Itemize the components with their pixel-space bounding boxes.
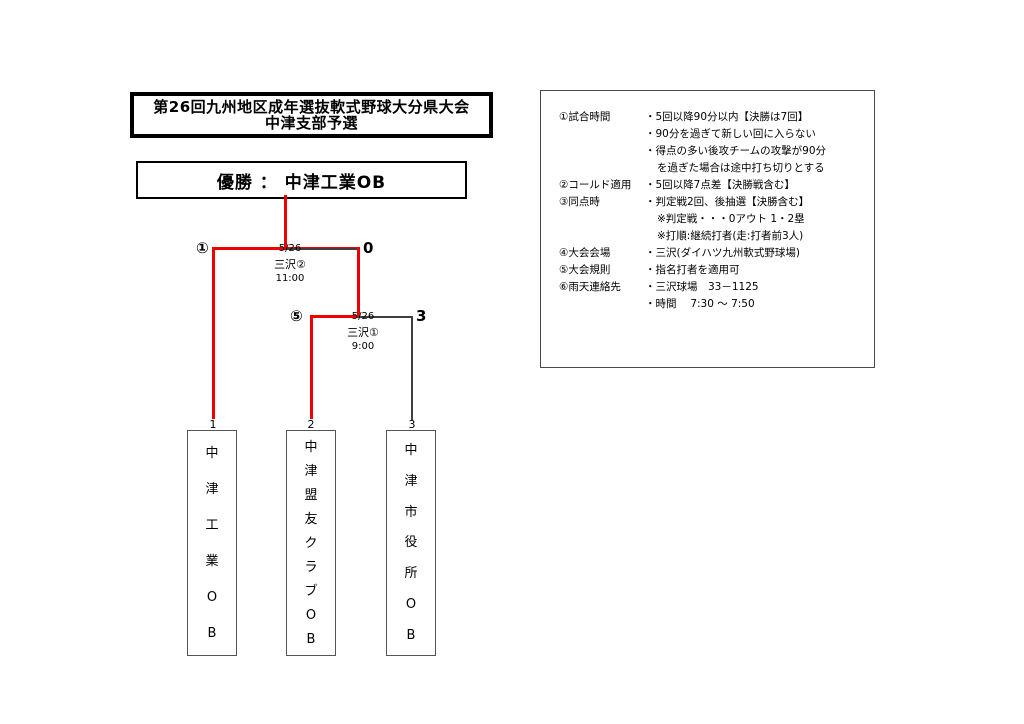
team-name-char: 所: [404, 566, 418, 582]
team-name-char: 友: [304, 511, 318, 527]
tournament-title-box: 第26回九州地区成年選抜軟式野球大分県大会 中津支部予選: [130, 92, 493, 138]
rule-values: ・指名打者を適用可: [645, 262, 740, 279]
rule-label: ③同点時: [559, 196, 600, 208]
rule-value: ・三沢(ダイハツ九州軟式野球場): [645, 247, 800, 259]
rule-value: ・判定戦2回、後抽選【決勝含む】: [645, 196, 810, 208]
champion-label: 優勝 ： 中津工業OB: [216, 172, 387, 193]
team-name-char: 工: [205, 517, 219, 533]
team-name-char: 津: [304, 463, 318, 479]
rule-label: ⑥雨天連絡先: [559, 281, 621, 293]
final-crossbar-winner: [212, 247, 358, 250]
rule-value: ※打順:継続打者(走:打者前3人): [657, 230, 804, 242]
tournament-title-line1: 第26回九州地区成年選抜軟式野球大分県大会: [153, 97, 470, 116]
semifinal-crossbar-winner: [310, 315, 360, 318]
team-name-char: 業: [205, 553, 219, 569]
team-name-char: B: [406, 627, 416, 643]
rule-row: ⑤大会規則 ・指名打者を適用可: [541, 262, 874, 279]
team-name-char: 中: [304, 439, 318, 455]
rule-value: ・5回以降90分以内【決勝は7回】: [645, 111, 809, 123]
rule-value: ・指名打者を適用可: [645, 264, 740, 276]
team-name-char: 盟: [304, 487, 318, 503]
team-number-3: 3: [408, 418, 416, 431]
rule-value: ・三沢球場 33－1125: [645, 281, 759, 293]
team-number-1: 1: [209, 418, 217, 431]
semifinal-crossbar-right: [358, 316, 412, 318]
rule-values: ・三沢(ダイハツ九州軟式野球場): [645, 245, 800, 262]
final-right-leg: [357, 247, 360, 317]
final-match-date: 5/26: [278, 243, 302, 254]
rule-values: ・5回以降90分以内【決勝は7回】・90分を過ぎて新しい回に入らない・得点の多い…: [645, 109, 826, 177]
final-match-info: 5/26 三沢② 11:00: [248, 242, 332, 287]
rule-row: ⑥雨天連絡先 ・三沢球場 33－1125 ・時間 7:30 ～ 7:50: [541, 279, 874, 313]
final-right-score: 0: [363, 239, 374, 257]
team-name-char: 市: [404, 504, 418, 520]
semifinal-left-leg: [310, 315, 313, 419]
rule-value: を過ぎた場合は途中打ち切りとする: [657, 162, 825, 174]
team-name-char: 中: [205, 445, 219, 461]
rule-value: ・時間 7:30 ～ 7:50: [645, 298, 755, 310]
team-name-char: ラ: [304, 559, 318, 575]
semifinal-right-score: 3: [416, 307, 427, 325]
rule-values: ・5回以降7点差【決勝戦含む】: [645, 177, 795, 194]
rule-value: ・90分を過ぎて新しい回に入らない: [645, 128, 816, 140]
rule-row: ②コールド適用 ・5回以降7点差【決勝戦含む】: [541, 177, 874, 194]
rule-row: ③同点時 ・判定戦2回、後抽選【決勝含む】 ※判定戦・・・0アウト 1・2塁 ※打順:…: [541, 194, 874, 245]
rule-label: ①試合時間: [559, 111, 611, 123]
final-left-seed: ①: [196, 239, 209, 257]
rule-values: ・三沢球場 33－1125 ・時間 7:30 ～ 7:50: [645, 279, 759, 313]
semifinal-match-time: 9:00: [351, 341, 375, 353]
team-name-char: ブ: [304, 583, 318, 599]
rule-label: ②コールド適用: [559, 179, 632, 191]
final-crossbar-right: [286, 248, 360, 250]
semifinal-left-seed: ⑤: [290, 307, 303, 325]
team-name-char: ク: [304, 535, 318, 551]
final-match-venue: 三沢②: [274, 257, 306, 271]
semifinal-right-leg: [411, 316, 413, 420]
final-left-leg: [212, 247, 215, 419]
team-number-2: 2: [307, 418, 315, 431]
team-name-char: O: [206, 589, 218, 605]
semifinal-match-venue: 三沢①: [347, 325, 379, 339]
semifinal-match-date: 5/26: [351, 311, 375, 322]
rule-label: ④大会会場: [559, 247, 611, 259]
rule-value: ・5回以降7点差【決勝戦含む】: [645, 179, 795, 191]
semifinal-match-info: 5/26 三沢① 9:00: [321, 310, 405, 355]
rule-value: ・得点の多い後攻チームの攻撃が90分: [645, 145, 827, 157]
final-match-time: 11:00: [275, 273, 305, 285]
champion-drop-line: [284, 195, 287, 249]
tournament-title-line2: 中津支部予選: [264, 114, 358, 132]
tournament-rules-box: ①試合時間・5回以降90分以内【決勝は7回】・90分を過ぎて新しい回に入らない・…: [540, 90, 875, 368]
rule-row: ④大会会場 ・三沢(ダイハツ九州軟式野球場): [541, 245, 874, 262]
team-name-char: B: [207, 625, 217, 641]
team-name-char: 津: [404, 473, 418, 489]
rule-value: ※判定戦・・・0アウト 1・2塁: [657, 213, 805, 225]
team-name-char: 津: [205, 481, 219, 497]
team-name-char: O: [305, 607, 317, 623]
team-name-char: 役: [404, 535, 418, 551]
champion-box: 優勝 ： 中津工業OB: [136, 161, 467, 199]
rule-row: ①試合時間 ・5回以降90分以内【決勝は7回】・90分を過ぎて新しい回に入らない・…: [541, 109, 874, 177]
team-name-char: B: [306, 631, 316, 647]
team-box-1: 中津工業 O B: [187, 430, 237, 656]
rule-label: ⑤大会規則: [559, 264, 611, 276]
team-name-char: O: [405, 597, 417, 613]
team-name-char: 中: [404, 442, 418, 458]
rule-values: ・判定戦2回、後抽選【決勝含む】 ※判定戦・・・0アウト 1・2塁 ※打順:継続打者…: [645, 194, 809, 245]
